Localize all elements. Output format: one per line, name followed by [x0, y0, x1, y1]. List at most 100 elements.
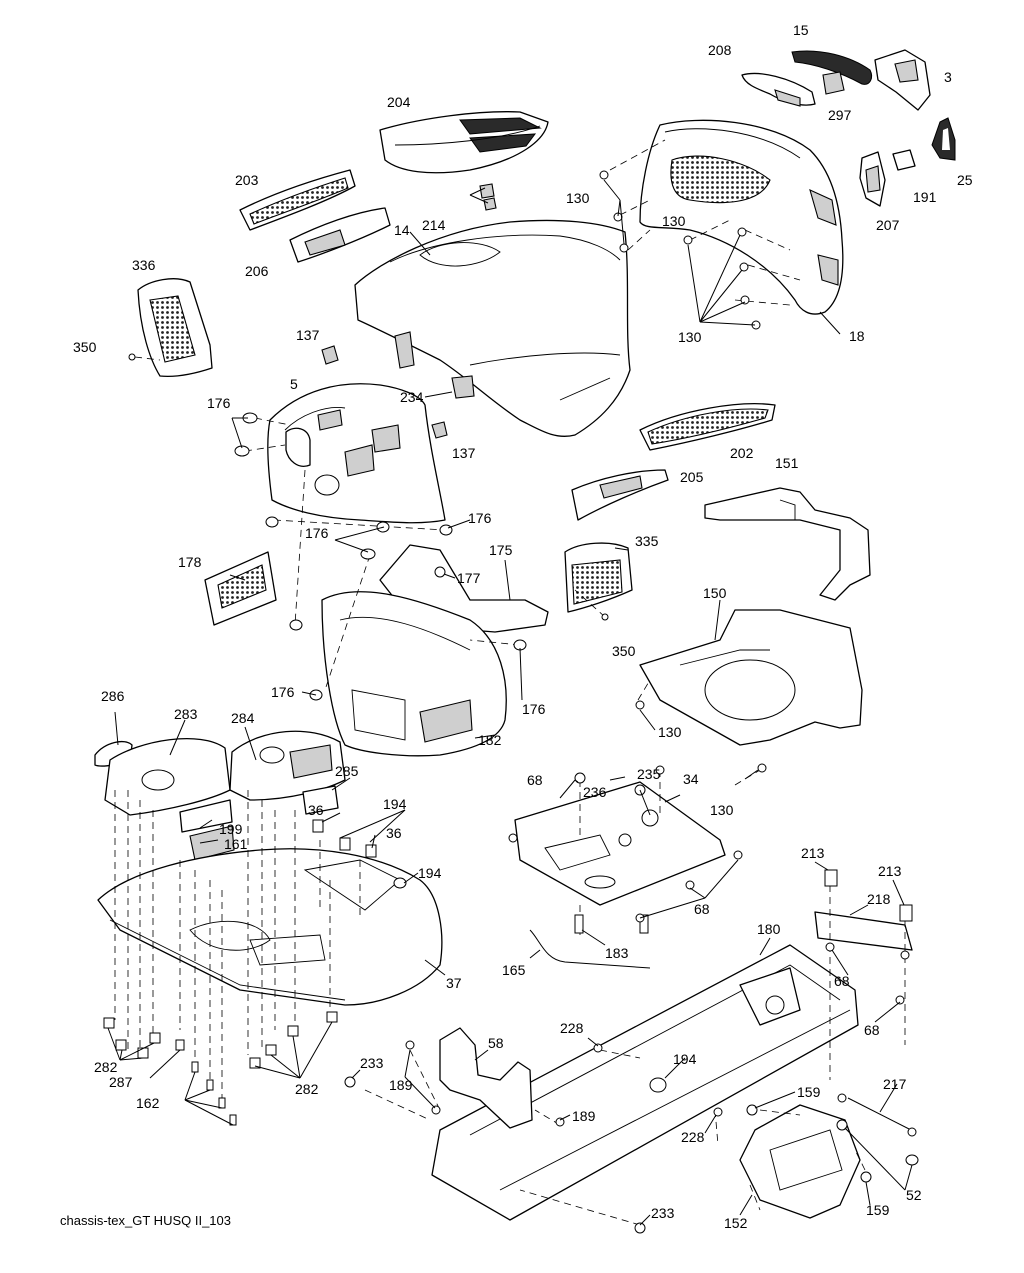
callout-68-d: 68 — [864, 1022, 880, 1038]
callout-150: 150 — [703, 585, 727, 601]
callout-165: 165 — [502, 962, 526, 978]
callout-189-a: 189 — [389, 1077, 413, 1093]
part-205-trim — [571, 469, 669, 521]
callout-206: 206 — [245, 263, 269, 279]
callout-130-c: 130 — [678, 329, 702, 345]
callout-130-e: 130 — [710, 802, 734, 818]
part-285-handle — [302, 785, 339, 815]
callout-284: 284 — [231, 710, 255, 726]
callout-217: 217 — [883, 1076, 907, 1092]
callout-25: 25 — [957, 172, 973, 188]
callout-176-a: 176 — [207, 395, 231, 411]
diagram-caption: chassis-tex_GT HUSQ II_103 — [60, 1213, 231, 1228]
callout-176-c: 176 — [305, 525, 329, 541]
part-137b-knob — [431, 421, 448, 439]
callout-336: 336 — [132, 257, 156, 273]
callout-285: 285 — [335, 763, 359, 779]
callout-182: 182 — [478, 732, 502, 748]
callout-130-d: 130 — [658, 724, 682, 740]
part-14-hood — [354, 219, 631, 437]
callout-214: 214 — [422, 217, 446, 233]
callout-137-a: 137 — [296, 327, 320, 343]
callout-152: 152 — [724, 1215, 748, 1231]
callout-159-b: 159 — [866, 1202, 890, 1218]
callout-204: 204 — [387, 94, 411, 110]
callout-203: 203 — [235, 172, 259, 188]
callout-161: 161 — [224, 836, 248, 852]
callout-36-a: 36 — [308, 802, 324, 818]
callout-234: 234 — [400, 389, 424, 405]
part-214-clip — [479, 183, 495, 199]
callout-194-a: 194 — [383, 796, 407, 812]
callout-205: 205 — [680, 469, 704, 485]
callout-36-b: 36 — [386, 825, 402, 841]
callout-282-b: 282 — [295, 1081, 319, 1097]
callout-194-c: 194 — [673, 1051, 697, 1067]
callout-180: 180 — [757, 921, 781, 937]
callout-15: 15 — [793, 22, 809, 38]
callout-58: 58 — [488, 1035, 504, 1051]
callout-52: 52 — [906, 1187, 922, 1203]
part-297-clip — [822, 71, 845, 95]
callout-162: 162 — [136, 1095, 160, 1111]
part-151-bracket — [704, 487, 871, 601]
callout-199: 199 — [219, 821, 243, 837]
callout-350-a: 350 — [73, 339, 97, 355]
callout-218: 218 — [867, 891, 891, 907]
callout-235: 235 — [637, 766, 661, 782]
callout-176-e: 176 — [522, 701, 546, 717]
callout-labels: 15 208 3 297 204 25 130 191 207 203 214 … — [73, 22, 973, 1231]
part-199-bracket — [179, 799, 233, 833]
callout-177: 177 — [457, 570, 481, 586]
part-15-trim — [791, 50, 873, 85]
callout-37: 37 — [446, 975, 462, 991]
callout-350-b: 350 — [612, 643, 636, 659]
callout-207: 207 — [876, 217, 900, 233]
callout-68-a: 68 — [527, 772, 543, 788]
callout-159-a: 159 — [797, 1084, 821, 1100]
callout-236: 236 — [583, 784, 607, 800]
callout-282-a: 282 — [94, 1059, 118, 1075]
callout-335: 335 — [635, 533, 659, 549]
callout-228-a: 228 — [560, 1020, 584, 1036]
callout-130-a: 130 — [566, 190, 590, 206]
callout-189-b: 189 — [572, 1108, 596, 1124]
callout-151: 151 — [775, 455, 799, 471]
part-37-deck — [97, 848, 443, 1006]
callout-14: 14 — [394, 222, 410, 238]
callout-194-b: 194 — [418, 865, 442, 881]
callout-183: 183 — [605, 945, 629, 961]
callout-287: 287 — [109, 1074, 133, 1090]
callout-176-b: 176 — [468, 510, 492, 526]
part-217-rod — [847, 1097, 916, 1133]
callout-68-c: 68 — [834, 973, 850, 989]
leader-lines — [107, 179, 913, 1226]
callout-208: 208 — [708, 42, 732, 58]
part-165-rod — [529, 929, 651, 969]
callout-5: 5 — [290, 376, 298, 392]
callout-176-d: 176 — [271, 684, 295, 700]
assembly-lines — [114, 139, 906, 1226]
callout-213-b: 213 — [878, 863, 902, 879]
callout-233-b: 233 — [651, 1205, 675, 1221]
fasteners — [103, 170, 919, 1234]
callout-286: 286 — [101, 688, 125, 704]
callout-202: 202 — [730, 445, 754, 461]
part-137-knob — [321, 345, 339, 365]
callout-297: 297 — [828, 107, 852, 123]
callout-283: 283 — [174, 706, 198, 722]
callout-178: 178 — [178, 554, 202, 570]
callout-228-b: 228 — [681, 1129, 705, 1145]
part-218-bracket — [814, 911, 913, 951]
callout-18: 18 — [849, 328, 865, 344]
part-191-clip — [892, 149, 916, 171]
part-drawings — [94, 49, 956, 1221]
callout-3: 3 — [944, 69, 952, 85]
callout-34: 34 — [683, 771, 699, 787]
callout-233-a: 233 — [360, 1055, 384, 1071]
callout-175: 175 — [489, 542, 513, 558]
callout-213-a: 213 — [801, 845, 825, 861]
callout-137-b: 137 — [452, 445, 476, 461]
part-161-cover — [189, 825, 235, 861]
